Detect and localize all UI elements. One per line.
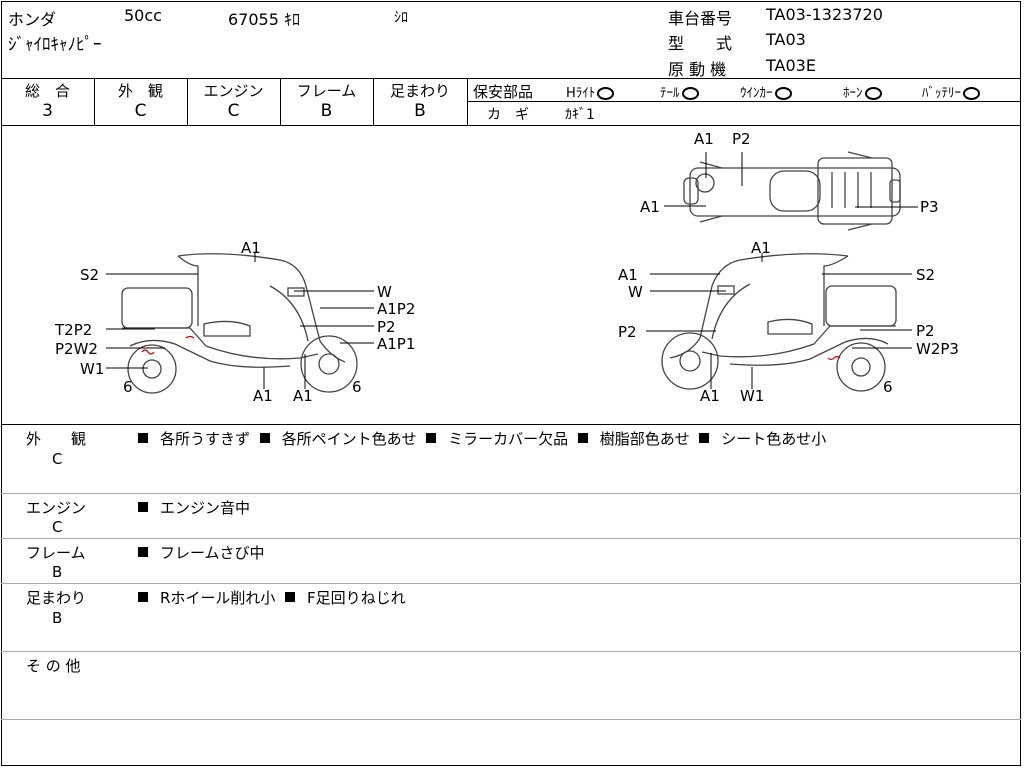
remark-engine-grade: C (52, 518, 63, 536)
ok-circle-icon (597, 87, 615, 100)
bullet-square-icon (138, 591, 148, 602)
bullet-square-icon (577, 432, 588, 443)
header-divider (1, 78, 1021, 79)
diag-left-label-4: A1P2 (377, 300, 415, 318)
remark-suspension-grade: B (52, 609, 63, 627)
displacement: 50cc (124, 6, 162, 25)
key-label: カ ギ (487, 107, 529, 123)
bullet-square-icon (699, 432, 710, 443)
diag-left-label-12: A1 (293, 387, 313, 405)
frame-no-label: 車台番号 (668, 9, 733, 28)
diag-right-label-6: P2 (916, 322, 935, 340)
maker: ホンダ (8, 10, 57, 29)
scooter-top-view (683, 151, 901, 231)
diag-left-label-11: A1 (253, 387, 273, 405)
remark-exterior-items: 各所うすきず 各所ペイント色あせ ミラーカバー欠品 樹脂部色あせ シート色あせ小 (138, 428, 826, 449)
safety-item-winker: ｳｲﾝｶｰ (740, 82, 792, 101)
remark-engine-label: エンジン (26, 499, 87, 517)
model-name: ｼﾞｬｲﾛｷｬﾉﾋﾟｰ (8, 35, 102, 55)
diag-left-label-2: S2 (80, 266, 99, 284)
bullet-square-icon (138, 501, 148, 512)
diag-left-label-7: P2W2 (55, 340, 98, 358)
leader-lines (106, 152, 918, 389)
diag-left-label-6: P2 (377, 318, 396, 336)
diag-left-label-1: A1 (241, 239, 261, 257)
safety-item-tail: ﾃｰﾙ (660, 82, 699, 101)
bullet-square-icon (284, 591, 295, 602)
scooter-left-view (121, 253, 358, 394)
engine-label: 原 動 機 (668, 60, 727, 79)
diag-left-label-9: W1 (80, 360, 104, 378)
bullet-square-icon (138, 432, 148, 443)
ok-circle-icon (774, 87, 792, 100)
mileage: 67055 ｷﾛ (228, 10, 300, 29)
diag-right-label-4: W (628, 283, 643, 301)
frame-no: TA03-1323720 (766, 5, 883, 24)
frame-grade-label: フレーム (296, 82, 357, 100)
exterior-label: 外 観 (117, 82, 163, 100)
damage-diagram: A1 P2 A1 P3 A1 S2 W A1P2 T2P2 P2 P2W2 A1… (54, 130, 959, 405)
engine-grade-label: エンジン (203, 82, 264, 100)
diag-left-label-8: A1P1 (377, 335, 415, 353)
exterior-grade: C (134, 101, 147, 121)
remark-other-label: そ の 他 (26, 657, 81, 675)
safety-label: 保安部品 (473, 83, 534, 101)
diag-right-label-5: P2 (618, 323, 637, 341)
safety-divider (467, 101, 1021, 102)
diag-right-label-8: A1 (700, 387, 720, 405)
safety-item-horn: ﾎｰﾝ (843, 82, 882, 101)
remark-frame-grade: B (52, 563, 63, 581)
suspension-grade: B (414, 101, 426, 121)
diag-right-label-3: S2 (916, 266, 935, 284)
ok-circle-icon (963, 87, 980, 100)
remark-suspension-label: 足まわり (26, 589, 87, 607)
diag-right-label-2: A1 (618, 266, 638, 284)
overall-label: 総 合 (24, 82, 70, 100)
diag-left-label-13: 6 (352, 378, 362, 396)
ok-circle-icon (864, 87, 882, 100)
bullet-square-icon (138, 546, 148, 557)
type-value: TA03 (766, 30, 806, 49)
diag-left-label-3: W (377, 283, 392, 301)
remark-exterior-grade: C (52, 450, 63, 468)
scooter-right-view (661, 253, 897, 392)
suspension-label: 足まわり (389, 82, 450, 100)
diag-right-label-1: A1 (751, 239, 771, 257)
engine-value: TA03E (766, 56, 816, 75)
safety-item-headlight: Hﾗｲﾄ (566, 82, 615, 101)
remark-frame-label: フレーム (26, 544, 86, 562)
remark-engine-items: エンジン音中 (138, 497, 250, 518)
safety-item-battery: ﾊﾞｯﾃﾘｰ (922, 82, 980, 101)
remark-suspension-items: Rホイール削れ小 F足回りねじれ (138, 587, 406, 608)
remark-exterior-label: 外 観 (26, 430, 87, 448)
ok-circle-icon (681, 87, 699, 100)
damage-marks (141, 335, 841, 361)
grade-row-divider (1, 125, 1021, 126)
bullet-square-icon (426, 432, 437, 443)
frame-grade: B (320, 101, 333, 121)
remark-frame-items: フレームさび中 (138, 542, 265, 563)
diag-right-label-10: 6 (883, 378, 893, 396)
remarks-top-divider (1, 424, 1021, 425)
body-color: ｼﾛ (394, 10, 408, 26)
diag-right-label-7: W2P3 (916, 340, 959, 358)
engine-grade: C (227, 101, 240, 121)
diag-left-label-5: T2P2 (54, 321, 92, 339)
key-value: ｶｷﾞ1 (565, 107, 595, 123)
diag-top-label-4: P3 (920, 198, 939, 216)
overall-grade: 3 (42, 101, 53, 121)
diag-top-label-3: A1 (640, 198, 660, 216)
diag-left-label-10: 6 (123, 378, 133, 396)
bullet-square-icon (259, 432, 270, 443)
diag-top-label-1: A1 (694, 130, 714, 148)
diag-right-label-9: W1 (740, 387, 764, 405)
type-label: 型 式 (668, 34, 733, 53)
diag-top-label-2: P2 (732, 130, 751, 148)
